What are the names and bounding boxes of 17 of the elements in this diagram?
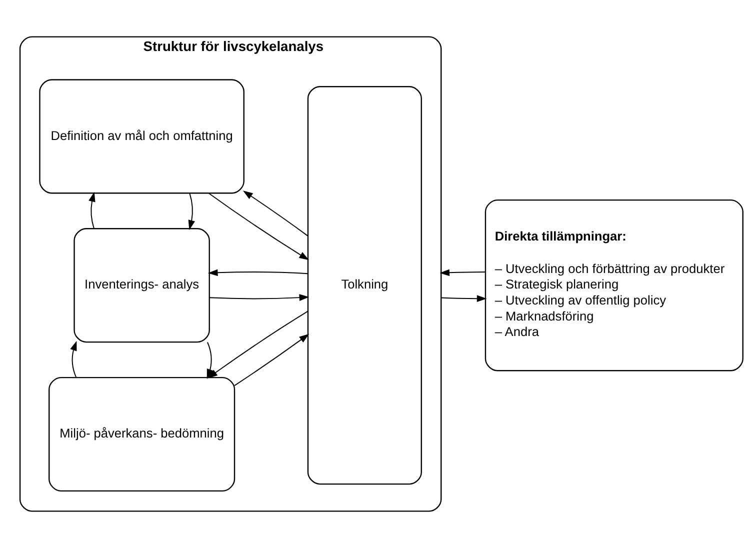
node-box: Definition av mål och omfattning xyxy=(39,79,244,194)
node-box: Direkta tillämpningar: – Utveckling och förbättring av produkter – Strategisk planering – Utveckling av offentlig policy – Marknadsföring – Andra xyxy=(484,199,744,372)
arrow xyxy=(208,294,310,302)
arrow xyxy=(242,190,308,236)
arrow xyxy=(208,310,308,378)
arrow xyxy=(70,340,77,378)
node-box: Inventerings- analys xyxy=(74,228,210,343)
arrow xyxy=(440,269,486,276)
arrow xyxy=(234,334,310,386)
arrow xyxy=(440,295,487,302)
arrow xyxy=(206,342,214,379)
node-box: Tolkning xyxy=(307,86,422,485)
arrow xyxy=(88,192,96,230)
arrow xyxy=(208,192,310,260)
node-box: Miljö- påverkans- bedömning xyxy=(48,376,236,492)
arrow xyxy=(208,269,308,276)
arrow xyxy=(188,192,195,230)
